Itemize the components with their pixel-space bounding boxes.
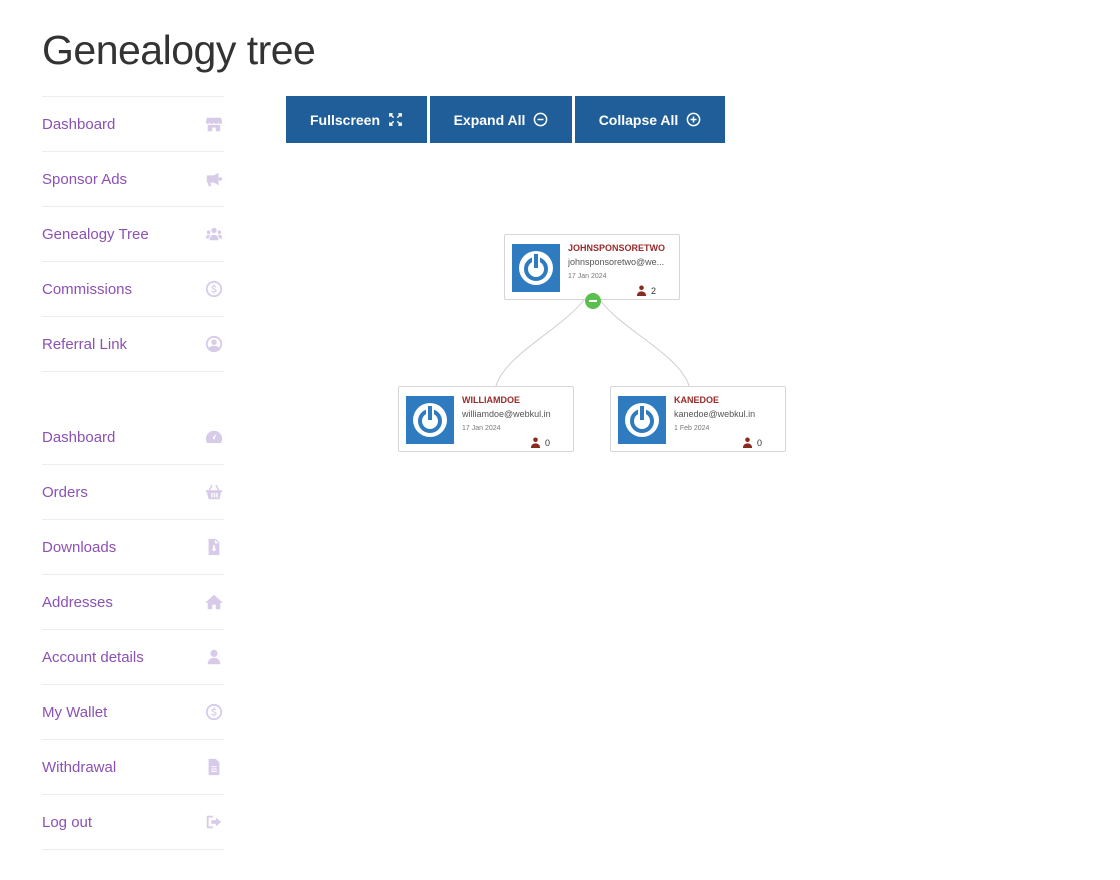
tree-node-child[interactable]: KANEDOE kanedoe@webkul.in 1 Feb 2024 0 xyxy=(610,386,786,452)
expand-all-button[interactable]: Expand All xyxy=(430,96,572,143)
megaphone-icon xyxy=(204,169,224,189)
user-icon xyxy=(636,285,647,296)
sidebar-item-label[interactable]: Dashboard xyxy=(42,115,116,133)
basket-icon xyxy=(204,482,224,502)
dollar-circle-icon xyxy=(204,702,224,722)
sidebar-item-sponsor-ads[interactable]: Sponsor Ads xyxy=(42,152,224,207)
sidebar-item-label[interactable]: Dashboard xyxy=(42,428,116,446)
downline-count: 0 xyxy=(530,437,550,448)
avatar xyxy=(618,396,666,444)
store-icon xyxy=(204,114,224,134)
avatar xyxy=(512,244,560,292)
node-name: JOHNSPONSORETWO xyxy=(568,243,666,253)
minus-circle-icon xyxy=(534,112,548,127)
expand-all-label: Expand All xyxy=(453,111,526,128)
user-circle-icon xyxy=(204,334,224,354)
node-email: williamdoe@webkul.in xyxy=(462,409,551,419)
sidebar-item-label[interactable]: My Wallet xyxy=(42,703,108,721)
sidebar-item-orders[interactable]: Orders xyxy=(42,465,224,520)
fullscreen-button[interactable]: Fullscreen xyxy=(286,96,427,143)
sidebar-nav-primary: Dashboard Sponsor Ads Genealogy Tree Com… xyxy=(42,96,224,372)
sidebar-item-label[interactable]: Withdrawal xyxy=(42,758,117,776)
sign-out-icon xyxy=(204,812,224,832)
tree-toolbar: Fullscreen Expand All Collapse All xyxy=(286,96,725,143)
sidebar-item-downloads[interactable]: Downloads xyxy=(42,520,224,575)
tree-node-child[interactable]: WILLIAMDOE williamdoe@webkul.in 17 Jan 2… xyxy=(398,386,574,452)
power-icon xyxy=(413,403,447,437)
sidebar-item-label[interactable]: Account details xyxy=(42,648,144,666)
connector-line xyxy=(599,299,690,387)
sidebar-item-referral-link[interactable]: Referral Link xyxy=(42,317,224,372)
sidebar-item-dashboard-account[interactable]: Dashboard xyxy=(42,410,224,465)
connector-line xyxy=(495,299,585,387)
sidebar-item-withdrawal[interactable]: Withdrawal xyxy=(42,740,224,795)
node-email: johnsponsoretwo@we... xyxy=(568,257,665,267)
sidebar-item-addresses[interactable]: Addresses xyxy=(42,575,224,630)
sidebar-item-label[interactable]: Downloads xyxy=(42,538,117,556)
sidebar-item-dashboard[interactable]: Dashboard xyxy=(42,97,224,152)
collapse-all-button[interactable]: Collapse All xyxy=(575,96,725,143)
sidebar-item-label[interactable]: Orders xyxy=(42,483,88,501)
sidebar-item-label[interactable]: Sponsor Ads xyxy=(42,170,128,188)
downline-count-value: 0 xyxy=(544,437,550,448)
downline-count: 2 xyxy=(636,285,656,296)
avatar xyxy=(406,396,454,444)
sidebar-nav-account: Dashboard Orders Downloads Addresses Acc… xyxy=(42,410,224,850)
downline-count-value: 0 xyxy=(756,437,762,448)
sidebar-item-my-wallet[interactable]: My Wallet xyxy=(42,685,224,740)
sidebar-item-label[interactable]: Commissions xyxy=(42,280,133,298)
user-icon xyxy=(204,647,224,667)
sidebar-item-label[interactable]: Referral Link xyxy=(42,335,128,353)
downline-count-value: 2 xyxy=(650,285,656,296)
home-icon xyxy=(204,592,224,612)
sidebar-item-genealogy-tree[interactable]: Genealogy Tree xyxy=(42,207,224,262)
node-date: 17 Jan 2024 xyxy=(462,425,501,432)
sidebar-item-label[interactable]: Log out xyxy=(42,813,93,831)
file-download-icon xyxy=(204,537,224,557)
power-icon xyxy=(625,403,659,437)
node-date: 17 Jan 2024 xyxy=(568,273,607,280)
node-email: kanedoe@webkul.in xyxy=(674,409,756,419)
sidebar-item-log-out[interactable]: Log out xyxy=(42,795,224,850)
user-icon xyxy=(742,437,753,448)
user-icon xyxy=(530,437,541,448)
node-name: KANEDOE xyxy=(674,395,720,405)
page-title: Genealogy tree xyxy=(42,27,316,73)
sidebar-item-account-details[interactable]: Account details xyxy=(42,630,224,685)
power-icon xyxy=(519,251,553,285)
fullscreen-icon xyxy=(389,113,402,126)
sidebar-item-commissions[interactable]: Commissions xyxy=(42,262,224,317)
node-name: WILLIAMDOE xyxy=(462,395,520,405)
minus-icon xyxy=(589,300,597,302)
sidebar-item-label[interactable]: Addresses xyxy=(42,593,113,611)
downline-count: 0 xyxy=(742,437,762,448)
sidebar-item-label[interactable]: Genealogy Tree xyxy=(42,225,149,243)
tachometer-icon xyxy=(204,427,224,447)
collapse-all-label: Collapse All xyxy=(598,111,679,128)
collapse-toggle-button[interactable] xyxy=(585,293,601,309)
tree-node-root[interactable]: JOHNSPONSORETWO johnsponsoretwo@we... 17… xyxy=(504,234,680,300)
node-date: 1 Feb 2024 xyxy=(674,425,710,432)
fullscreen-label: Fullscreen xyxy=(309,111,381,128)
document-icon xyxy=(204,757,224,777)
dollar-circle-icon xyxy=(204,279,224,299)
plus-circle-icon xyxy=(686,112,701,127)
users-icon xyxy=(204,224,224,244)
